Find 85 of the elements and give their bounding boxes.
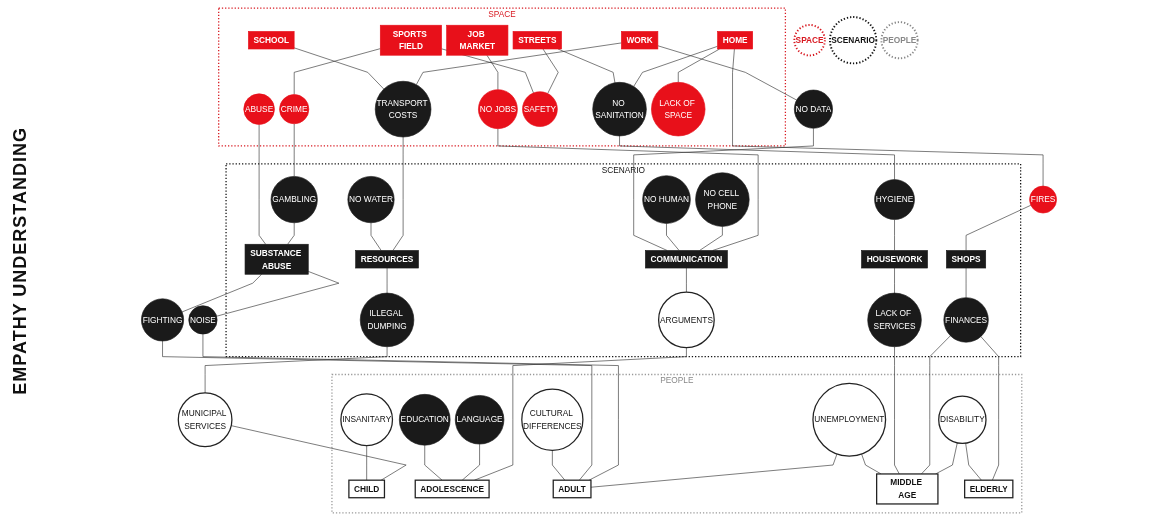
- node-box: JOB MARKET: [446, 24, 509, 56]
- connector: [202, 333, 619, 481]
- connector: [552, 450, 566, 481]
- node-circle: LACK OF SPACE: [651, 82, 706, 137]
- connector: [894, 219, 895, 251]
- connector: [666, 223, 680, 251]
- connector: [287, 222, 295, 245]
- connector: [699, 226, 723, 251]
- node-circle: DISABILITY: [938, 395, 987, 445]
- connector: [619, 135, 895, 180]
- node-circle: ABUSE: [243, 93, 275, 125]
- connector: [162, 340, 593, 481]
- connector: [216, 271, 340, 317]
- connector: [392, 136, 404, 251]
- connector: [366, 445, 367, 481]
- connector: [486, 54, 499, 90]
- connector: [633, 127, 814, 251]
- node-circle: NO DATA: [794, 89, 833, 129]
- node-box: HOUSEWORK: [861, 250, 928, 269]
- node-box: HOME: [717, 31, 753, 50]
- node-circle: SCENARIO: [829, 16, 878, 65]
- node-circle: NO HUMAN: [642, 175, 691, 224]
- connector: [965, 267, 967, 298]
- node-circle: PEOPLE: [880, 21, 919, 60]
- connector: [965, 442, 982, 481]
- node-circle: UNEMPLOYMENT: [812, 382, 887, 457]
- node-circle: CRIME: [279, 94, 310, 125]
- connector: [686, 267, 687, 293]
- connector: [181, 273, 262, 313]
- connector: [461, 443, 480, 481]
- connector: [204, 346, 388, 394]
- connector: [980, 336, 999, 481]
- node-circle: LANGUAGE: [454, 395, 505, 445]
- connector: [416, 42, 622, 85]
- node-box: ADULT: [552, 479, 592, 499]
- node-circle: NOISE: [188, 305, 218, 335]
- node-box: STREETS: [512, 31, 562, 50]
- node-circle: FIGHTING: [141, 298, 184, 342]
- node-circle: EDUCATION: [399, 394, 451, 446]
- node-box: RESOURCES: [355, 250, 419, 269]
- node-circle: CULTURAL DIFFERENCES: [521, 388, 584, 451]
- connector: [921, 335, 951, 475]
- connector: [657, 45, 797, 101]
- node-box: CHILD: [348, 479, 386, 499]
- connector: [590, 453, 838, 488]
- node-box: ELDERLY: [964, 479, 1014, 499]
- node-circle: FINANCES: [943, 297, 989, 343]
- connector: [894, 346, 900, 475]
- node-circle: SAFETY: [522, 91, 558, 127]
- node-box: SUBSTANCE ABUSE: [244, 243, 309, 275]
- connector: [386, 267, 388, 294]
- connector: [935, 442, 958, 475]
- node-box: SCHOOL: [248, 31, 295, 50]
- node-circle: NO WATER: [347, 176, 395, 224]
- connector: [732, 48, 1044, 187]
- node-box: COMMUNICATION: [645, 250, 728, 269]
- node-circle: ARGUMENTS: [658, 291, 715, 349]
- node-circle: HYGIENE: [874, 179, 915, 220]
- node-box: MIDDLE AGE: [876, 473, 939, 505]
- connector: [258, 124, 266, 245]
- node-circle: NO SANITATION: [592, 82, 647, 137]
- connector: [965, 204, 1032, 251]
- connector: [633, 46, 718, 87]
- node-circle: INSANITARY: [340, 393, 394, 447]
- connector: [894, 267, 895, 294]
- node-circle: SPACE: [793, 24, 826, 57]
- connector: [497, 128, 759, 251]
- vertical-label: EMPATHY UNDERSTANDING: [9, 126, 31, 395]
- node-box: WORK: [621, 31, 659, 50]
- node-circle: NO JOBS: [478, 89, 518, 129]
- connector: [677, 48, 720, 83]
- node-circle: MUNICIPAL SERVICES: [177, 392, 233, 448]
- connector: [474, 347, 687, 481]
- node-box: SPORTS FIELD: [379, 24, 442, 56]
- connector: [293, 123, 295, 177]
- connector: [370, 222, 382, 251]
- node-circle: ILLEGAL DUMPING: [359, 292, 415, 348]
- node-circle: LACK OF SERVICES: [867, 292, 922, 348]
- node-circle: FIRES: [1029, 185, 1057, 214]
- node-circle: NO CELL PHONE: [695, 172, 750, 227]
- node-box: SHOPS: [946, 250, 987, 269]
- node-box: ADOLESCENCE: [414, 479, 490, 499]
- node-circle: TRANSPORT COSTS: [374, 80, 432, 138]
- connector: [424, 444, 443, 481]
- node-circle: GAMBLING: [270, 176, 318, 224]
